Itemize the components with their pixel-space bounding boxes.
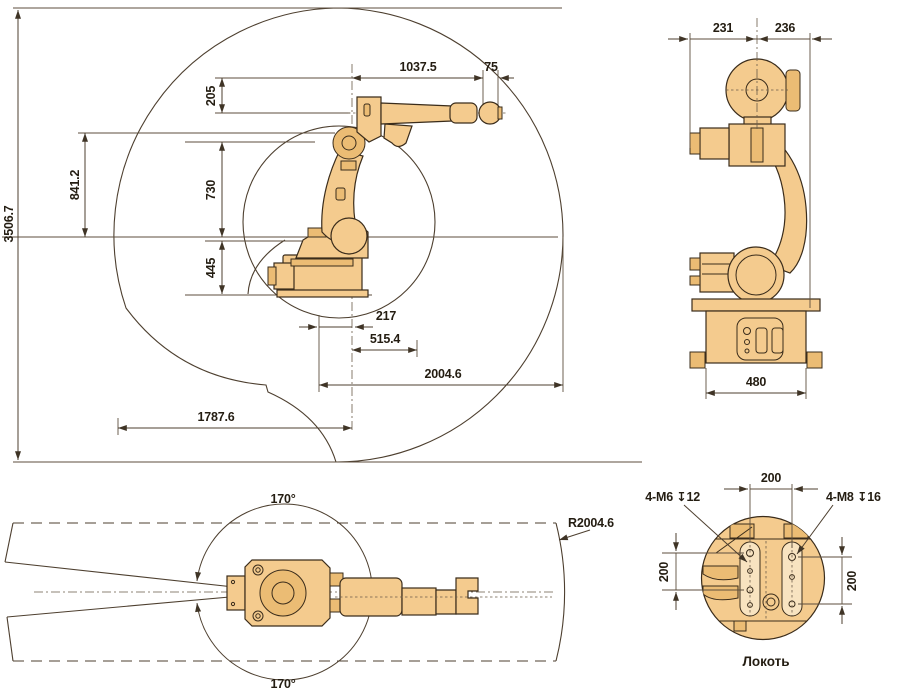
foot-right (806, 351, 823, 369)
detail-view: 200 200 200 4-M6 ↧12 4-M8 ↧16 Локоть (645, 471, 881, 669)
side-dimensions: 3506.7 841.2 205 730 445 1037.5 75 217 5… (2, 9, 564, 461)
side-view: 3506.7 841.2 205 730 445 1037.5 75 217 5… (2, 7, 642, 463)
panel-button-3 (744, 348, 750, 354)
front-robot (689, 58, 823, 369)
top-end-effector (455, 577, 479, 615)
side-robot (267, 96, 503, 298)
detail-top-block-left (729, 523, 755, 539)
detail-wedge-lower (702, 585, 739, 601)
foot-left (689, 351, 706, 369)
swing-limit-lower (6, 594, 253, 618)
column-attach (699, 127, 730, 160)
detail-caption: Локоть (742, 654, 789, 669)
dim-max-reach: 2004.6 (424, 367, 461, 381)
dim-base-offset: 217 (376, 309, 397, 323)
dim-upper-arm: 730 (204, 180, 218, 201)
dim-swing-upper: 170° (270, 492, 295, 506)
panel-slot-2 (771, 327, 784, 354)
dim-rear-reach: 1787.6 (197, 410, 234, 424)
top-flange (226, 575, 246, 611)
elbow-joint (332, 126, 366, 160)
top-arm-link (401, 587, 437, 616)
top-swivel-hub (271, 581, 295, 605)
dim-reach-radius: R2004.6 (568, 516, 614, 530)
arm-vent (335, 187, 346, 201)
top-swivel-circle (259, 569, 307, 617)
panel-slot-1 (755, 327, 768, 354)
wrist-latch (383, 123, 413, 148)
elbow-joint-hub (341, 135, 357, 151)
work-envelope-side (113, 7, 564, 463)
top-corner-ring-1 (252, 564, 264, 576)
dim-pitch-left: 200 (657, 562, 671, 583)
front-view: 231 236 480 (668, 18, 832, 399)
callout-tap-m8: 4-M8 ↧16 (826, 490, 881, 504)
dim-wrist-flange: 75 (484, 60, 498, 74)
front-dimensions: 231 236 480 (668, 21, 832, 396)
base-rail (290, 258, 354, 267)
dim-total-height: 3506.7 (2, 205, 16, 242)
wrist-side-tab (785, 69, 801, 112)
panel-button-1 (743, 327, 751, 335)
envelope-base-arc (247, 239, 286, 295)
callout-tap-m6: 4-M6 ↧12 (645, 490, 700, 504)
base-motor (273, 262, 295, 290)
dim-mid-reach: 515.4 (370, 332, 401, 346)
panel-button-2 (744, 339, 750, 345)
dim-forearm-reach: 1037.5 (399, 60, 436, 74)
tap-m6-leader (683, 504, 748, 563)
envelope-reach-arc (555, 522, 566, 662)
dim-width-right: 236 (775, 21, 796, 35)
elbow-clamp (340, 160, 357, 171)
dim-wrist-offset: 205 (204, 86, 218, 107)
swing-limit-upper (4, 561, 253, 590)
dim-base-width: 480 (746, 375, 767, 389)
detail-dimensions: 200 200 200 4-M6 ↧12 4-M8 ↧16 Локоть (645, 471, 881, 669)
dim-width-left: 231 (713, 21, 734, 35)
detail-center-boss (762, 593, 780, 611)
dim-base-height: 445 (204, 258, 218, 279)
gear-knob-lower (689, 275, 701, 286)
base-flange (276, 289, 369, 298)
reach-radius-leader (558, 529, 591, 541)
dim-swing-lower: 170° (270, 677, 295, 691)
top-wrist-link (435, 589, 457, 615)
dim-pitch-right: 200 (845, 571, 859, 592)
detail-wedge-upper (702, 565, 739, 581)
wrist-flange-face (497, 106, 503, 120)
envelope-inner-boundary (242, 125, 436, 319)
shoulder-housing-ring (735, 254, 777, 296)
top-view: 170° 170° R2004.6 (4, 492, 614, 691)
envelope-outer-boundary (113, 7, 564, 463)
pedestal-plate (691, 298, 821, 312)
gear-knob-upper (689, 257, 701, 271)
tap-m8-leader (796, 504, 834, 555)
top-corner-ring-2 (252, 610, 264, 622)
forearm-head-slot (363, 103, 371, 117)
forearm-tube (380, 102, 453, 125)
dim-pitch-top: 200 (761, 471, 782, 485)
column-attach-cap (689, 132, 701, 155)
front-reference-lines (689, 18, 811, 399)
forearm-sleeve (449, 102, 478, 124)
detail-bottom-step (733, 620, 747, 632)
dim-arm-offset: 841.2 (68, 170, 82, 201)
shoulder-joint (330, 217, 368, 255)
arm-column-slot (750, 127, 764, 163)
base-motor-cap (267, 266, 277, 286)
top-robot (226, 559, 552, 627)
